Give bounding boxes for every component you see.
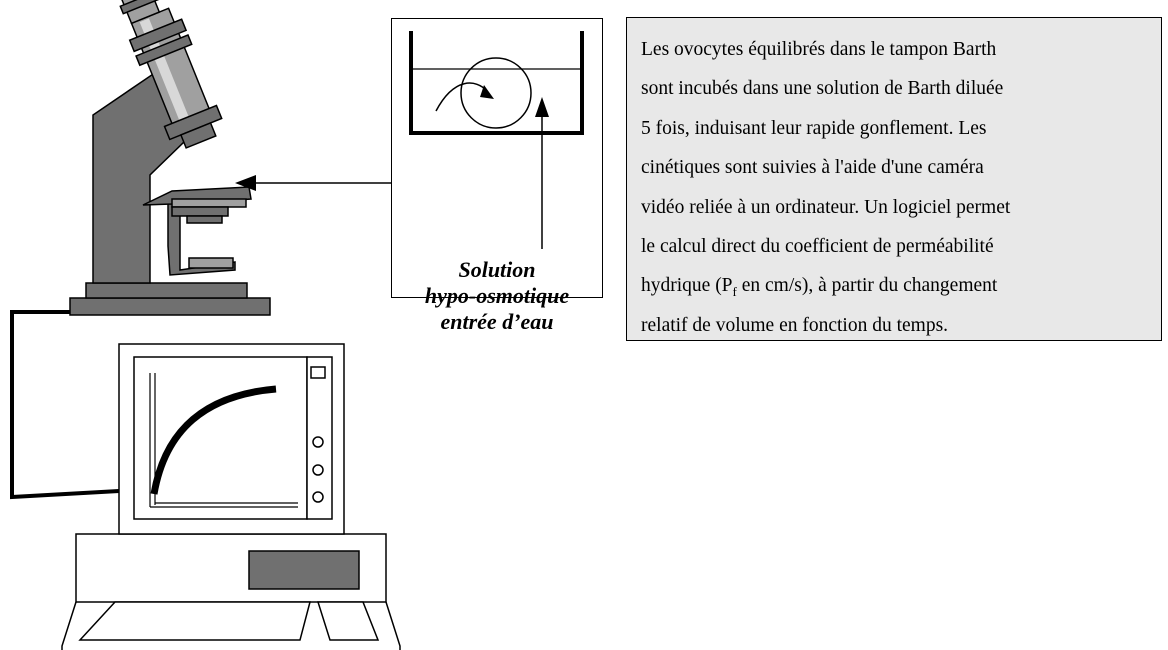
caption-line: entrée d’eau — [440, 309, 554, 334]
description-line: Les ovocytes équilibrés dans le tampon B… — [641, 39, 997, 60]
description-line: le calcul direct du coefficient de permé… — [641, 236, 994, 258]
description-line: relatif de volume en fonction du temps. — [641, 314, 949, 336]
beaker — [409, 31, 584, 135]
keyboard-keys-left — [78, 601, 311, 641]
description-box: Les ovocytes équilibrés dans le tampon B… — [626, 17, 1162, 341]
keyboard-keys-right — [316, 601, 380, 641]
monitor-square-button — [310, 366, 326, 379]
caption-line: hypo-osmotique — [424, 283, 570, 308]
description-line: cinétiques sont suivies à l'aide d'une c… — [641, 157, 984, 179]
pf-subscript: f — [732, 284, 737, 300]
description-line: hydrique (Pf en cm/s), à partir du chang… — [641, 266, 1147, 305]
microscope-base — [69, 297, 271, 316]
monitor-round-button — [312, 464, 324, 476]
plot-curve — [150, 385, 277, 495]
line-text: en cm/s), à partir du changement — [736, 275, 998, 297]
cable — [10, 310, 120, 500]
disk-drive — [248, 550, 360, 590]
beaker-caption: Solution hypo-osmotique entrée d’eau — [392, 257, 602, 335]
monitor-round-button — [312, 491, 324, 503]
caption-line: Solution — [458, 257, 536, 282]
computer-monitor — [118, 343, 345, 535]
screen-plot — [149, 373, 298, 508]
computer-base — [61, 533, 401, 650]
description-line: sont incubés dans une solution de Barth … — [641, 78, 1004, 100]
description-line: vidéo reliée à un ordinateur. Un logicie… — [641, 196, 1011, 218]
keyboard — [61, 601, 401, 650]
beaker-panel: Solution hypo-osmotique entrée d’eau — [391, 18, 603, 334]
line-text: hydrique (P — [641, 275, 733, 297]
oocyte — [460, 57, 532, 129]
beaker-drawing — [409, 31, 584, 249]
plot-x-axis — [150, 502, 298, 508]
microscope — [69, 0, 271, 316]
arrow-to-microscope — [235, 175, 391, 191]
monitor-round-button — [312, 436, 324, 448]
description-line: 5 fois, induisant leur rapide gonflement… — [641, 117, 987, 139]
